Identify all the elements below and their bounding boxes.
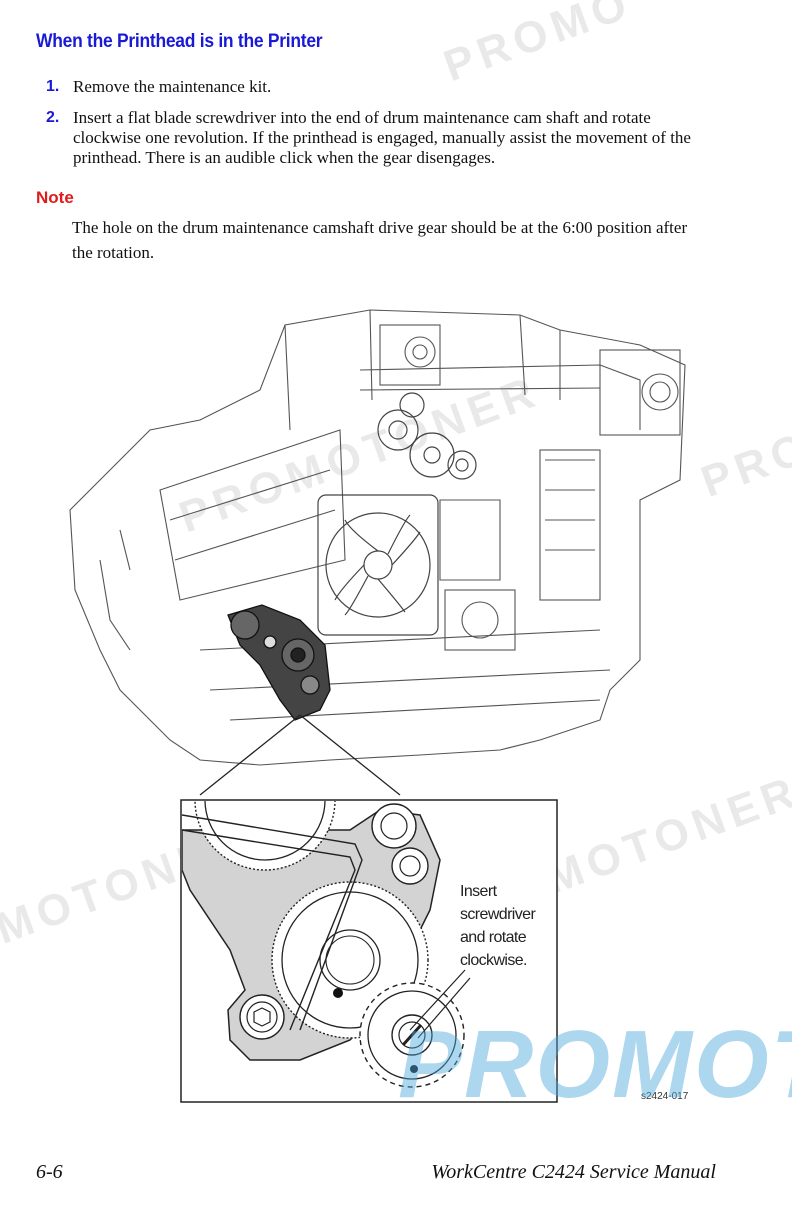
note-label: Note bbox=[36, 188, 74, 207]
callout-line-2: screwdriver bbox=[460, 906, 536, 923]
step-number: 2. bbox=[46, 109, 60, 126]
page-number: 6-6 bbox=[36, 1161, 63, 1183]
step-text: Remove the maintenance kit. bbox=[73, 77, 272, 96]
callout-line-3: and rotate bbox=[460, 929, 527, 946]
manual-title: WorkCentre C2424 Service Manual bbox=[431, 1161, 716, 1183]
printer-illustration: Insert screwdriver and rotate clockwise.… bbox=[69, 309, 689, 1103]
note-text: The hole on the drum maintenance camshaf… bbox=[72, 218, 688, 262]
section-heading: When the Printhead is in the Printer bbox=[36, 31, 323, 52]
callout-line-4: clockwise. bbox=[460, 952, 527, 969]
step-number: 1. bbox=[46, 78, 60, 95]
figure-id: s2424-017 bbox=[641, 1091, 689, 1102]
callout-line-1: Insert bbox=[460, 883, 498, 900]
step-text: Insert a flat blade screwdriver into the… bbox=[73, 108, 691, 167]
